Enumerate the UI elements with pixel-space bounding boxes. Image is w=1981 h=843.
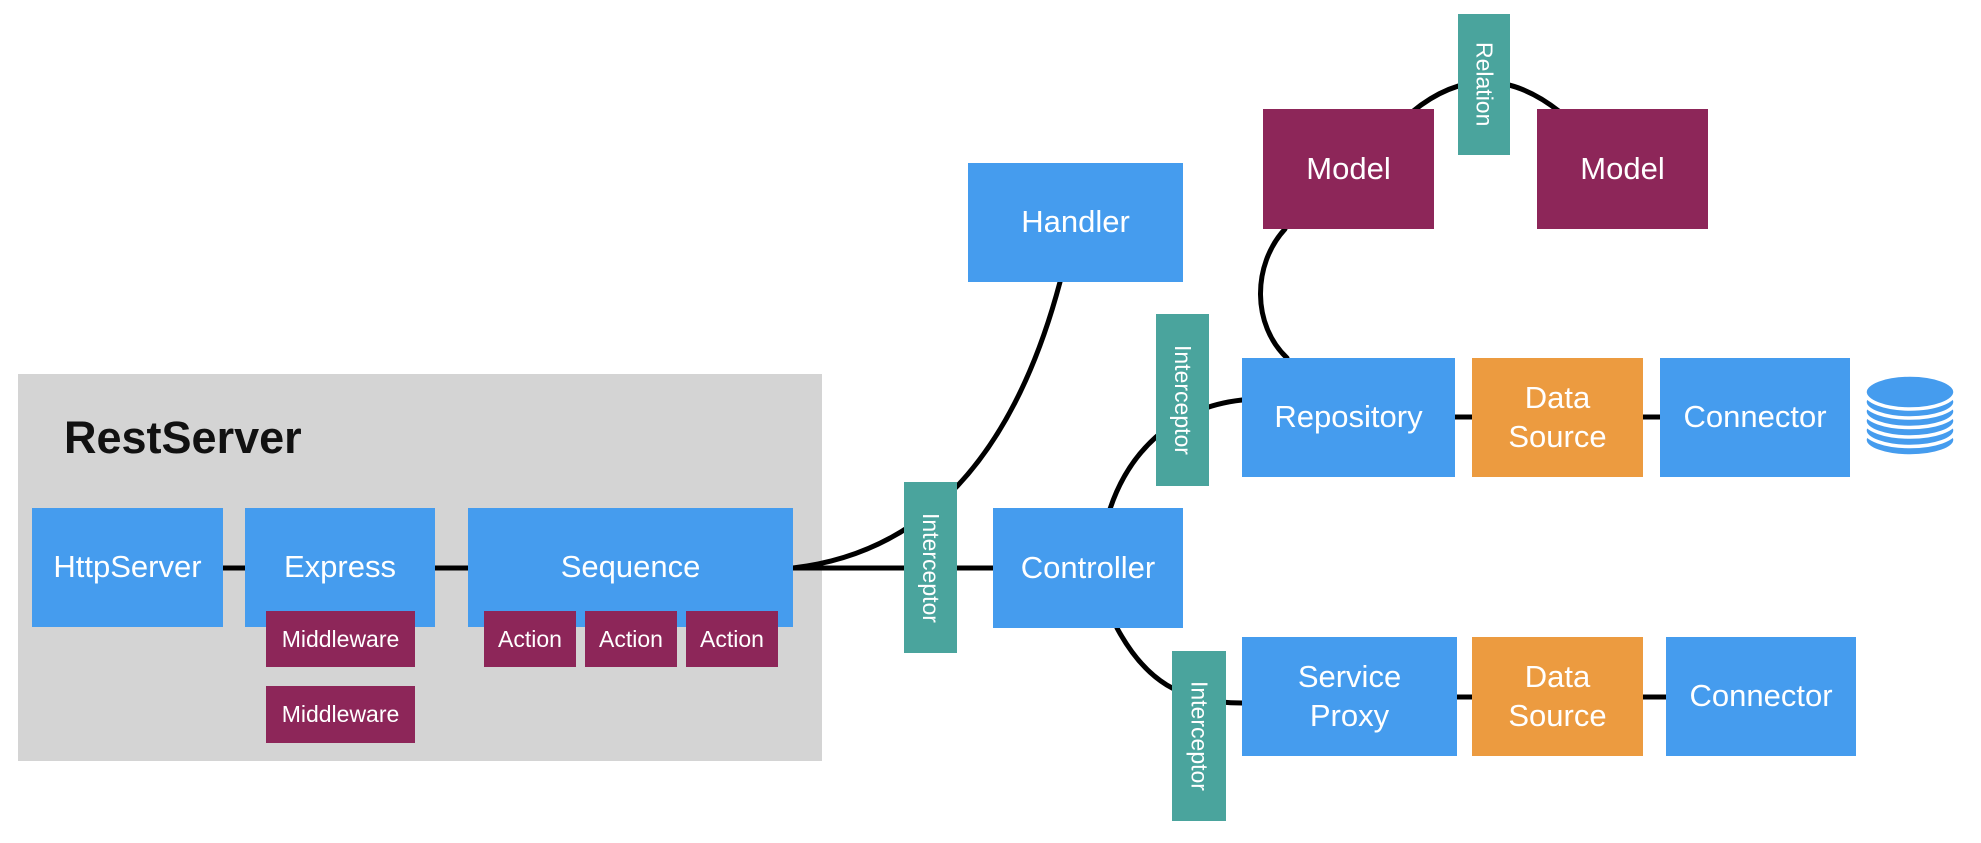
node-repository: Repository xyxy=(1242,358,1455,477)
node-express: Express xyxy=(245,508,435,627)
node-httpserver: HttpServer xyxy=(32,508,223,627)
node-middleware-1: Middleware xyxy=(266,611,415,667)
node-action-1: Action xyxy=(484,611,576,667)
node-interceptor-3: Interceptor xyxy=(1172,651,1226,821)
node-interceptor-2: Interceptor xyxy=(1156,314,1209,486)
node-handler: Handler xyxy=(968,163,1183,282)
node-middleware-2: Middleware xyxy=(266,686,415,743)
node-datasource-1: Data Source xyxy=(1472,358,1643,477)
edge-controller-repository xyxy=(1107,397,1245,512)
database-cylinder-icon xyxy=(1863,373,1957,458)
node-connector-1: Connector xyxy=(1660,358,1850,477)
node-relation: Relation xyxy=(1458,14,1510,155)
node-connector-2: Connector xyxy=(1666,637,1856,756)
node-datasource-2: Data Source xyxy=(1472,637,1643,756)
node-service-proxy: Service Proxy xyxy=(1242,637,1457,756)
node-controller: Controller xyxy=(993,508,1183,628)
node-model-2: Model xyxy=(1537,109,1708,229)
node-sequence: Sequence xyxy=(468,508,793,627)
edge-sequence-handler xyxy=(790,279,1063,571)
node-action-2: Action xyxy=(585,611,677,667)
node-interceptor-1: Interceptor xyxy=(904,482,957,653)
edge-model-repository xyxy=(1258,226,1290,361)
node-model-1: Model xyxy=(1263,109,1434,229)
node-action-3: Action xyxy=(686,611,778,667)
restserver-title: RestServer xyxy=(64,412,302,463)
